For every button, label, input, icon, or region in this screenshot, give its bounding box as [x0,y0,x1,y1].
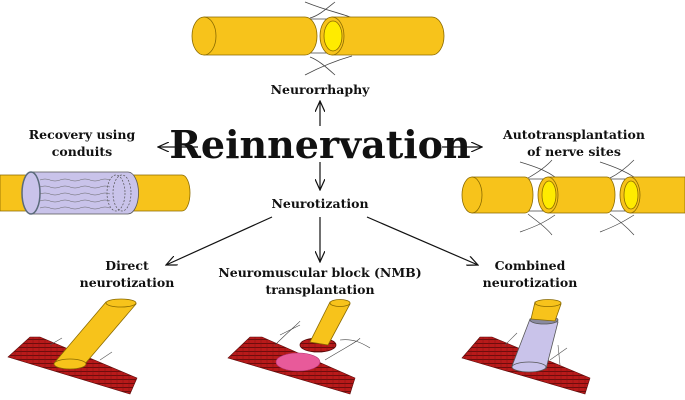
label-nmb-line2: transplantation [265,282,374,297]
nmb-transplantation-illustration [227,299,371,395]
nerve-segment-right [319,16,445,56]
label-autotransplantation-line2: of nerve sites [527,144,621,159]
neurorrhaphy-illustration [191,1,445,76]
label-conduits-line1: Recovery using [29,127,136,142]
arrow-to-direct [166,216,273,265]
page-title: Reinnervation [169,122,470,167]
label-conduits-line2: conduits [52,144,112,159]
nerve-segment-left [191,16,318,56]
label-direct-line2: neurotization [80,275,175,290]
nmb-graft [275,352,321,372]
arrow-to-combined [366,216,478,265]
conduit-illustration [0,171,191,215]
label-neurorrhaphy: Neurorrhaphy [271,82,371,97]
combined-neurotization-illustration [461,299,591,395]
label-neurotization: Neurotization [271,196,368,211]
label-nmb-line1: Neuromuscular block (NMB) [218,265,421,280]
label-autotransplantation-line1: Autotransplantation [502,127,645,142]
label-combined-line1: Combined [495,258,566,273]
label-direct-line1: Direct [105,258,149,273]
label-combined-line2: neurotization [483,275,578,290]
autotransplantation-illustration [461,159,685,236]
conduit-fiber-lines [39,178,111,210]
direct-neurotization-illustration [7,298,138,395]
